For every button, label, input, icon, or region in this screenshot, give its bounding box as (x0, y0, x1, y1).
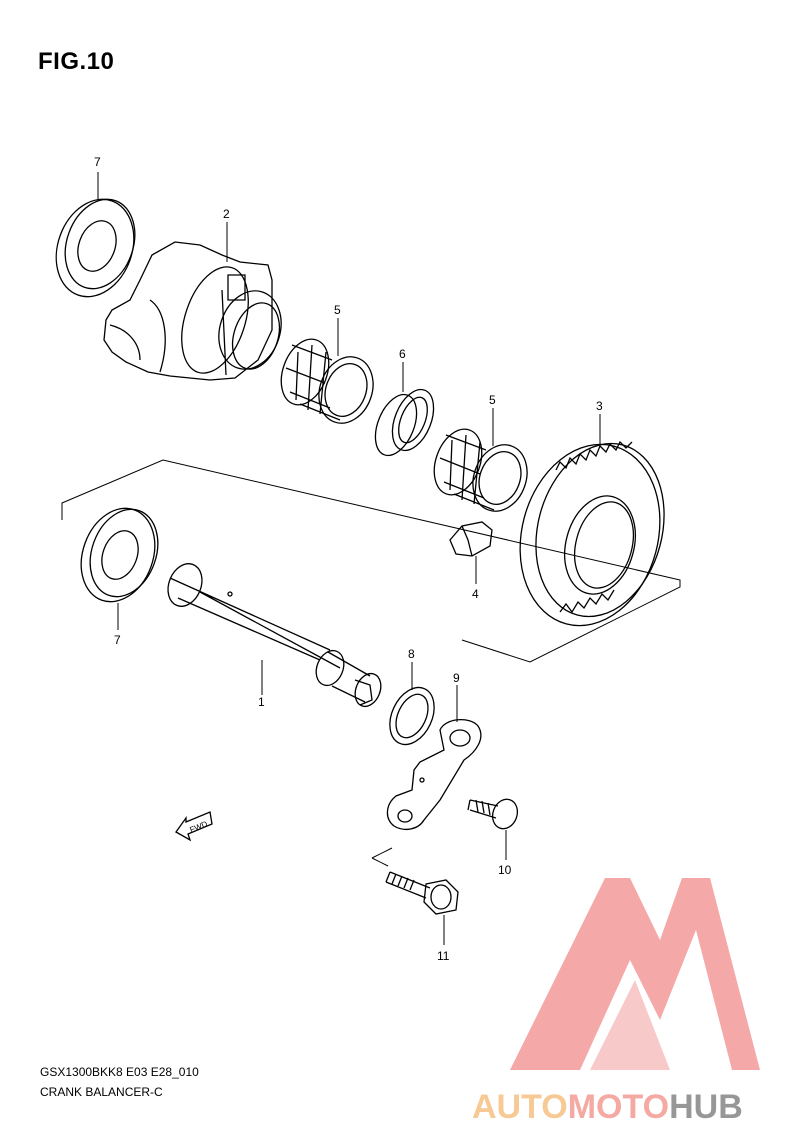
callout-1: 1 (258, 695, 265, 709)
assembly-boundary-line (61, 459, 681, 663)
part-5-needle-bearing-lower[interactable] (426, 423, 536, 519)
assembly-boundary-line (371, 847, 393, 867)
callout-8: 8 (408, 647, 415, 661)
watermark-text-moto: MOTO (568, 1088, 669, 1126)
callout-10: 10 (498, 863, 512, 877)
part-3-balancer-driven-gear[interactable] (501, 429, 683, 642)
part-11-bolt[interactable] (385, 871, 459, 915)
callout-5-lower: 5 (489, 393, 496, 407)
callout-9: 9 (453, 671, 460, 685)
figure-title: FIG.10 (38, 48, 115, 75)
part-2-balancer-weight[interactable] (103, 241, 291, 382)
part-4-key[interactable] (449, 521, 493, 557)
callout-7-lower: 7 (114, 633, 121, 647)
part-5-needle-bearing-upper[interactable] (273, 333, 382, 431)
part-10-bolt[interactable] (467, 796, 521, 832)
watermark-text-auto: AUTO (472, 1088, 568, 1126)
automotohub-watermark-logo: AUTOMOTOHUB (472, 878, 760, 1126)
part-6-spacer[interactable] (367, 384, 441, 462)
part-9-lever[interactable] (386, 719, 482, 831)
callout-6: 6 (399, 347, 406, 361)
watermark-text-hub: HUB (669, 1088, 743, 1126)
fwd-direction-marker: FWD (175, 811, 213, 842)
part-8-o-ring[interactable] (381, 680, 443, 751)
svg-text:AUTOMOTOHUB: AUTOMOTOHUB (472, 1088, 743, 1126)
diagram-name: CRANK BALANCER-C (40, 1085, 163, 1099)
part-7-oil-seal-top[interactable] (43, 188, 147, 307)
callout-7-top: 7 (94, 155, 101, 169)
part-7-oil-seal-lower[interactable] (69, 498, 170, 612)
diagram-code: GSX1300BKK8 E03 E28_010 (40, 1065, 199, 1079)
part-1-balancer-shaft[interactable] (162, 559, 386, 711)
callout-5-upper: 5 (334, 303, 341, 317)
callout-11: 11 (437, 949, 450, 963)
callout-3: 3 (596, 399, 603, 413)
callout-4: 4 (472, 587, 479, 601)
callout-2: 2 (223, 207, 230, 221)
triangle-logo-icon (510, 878, 760, 1070)
